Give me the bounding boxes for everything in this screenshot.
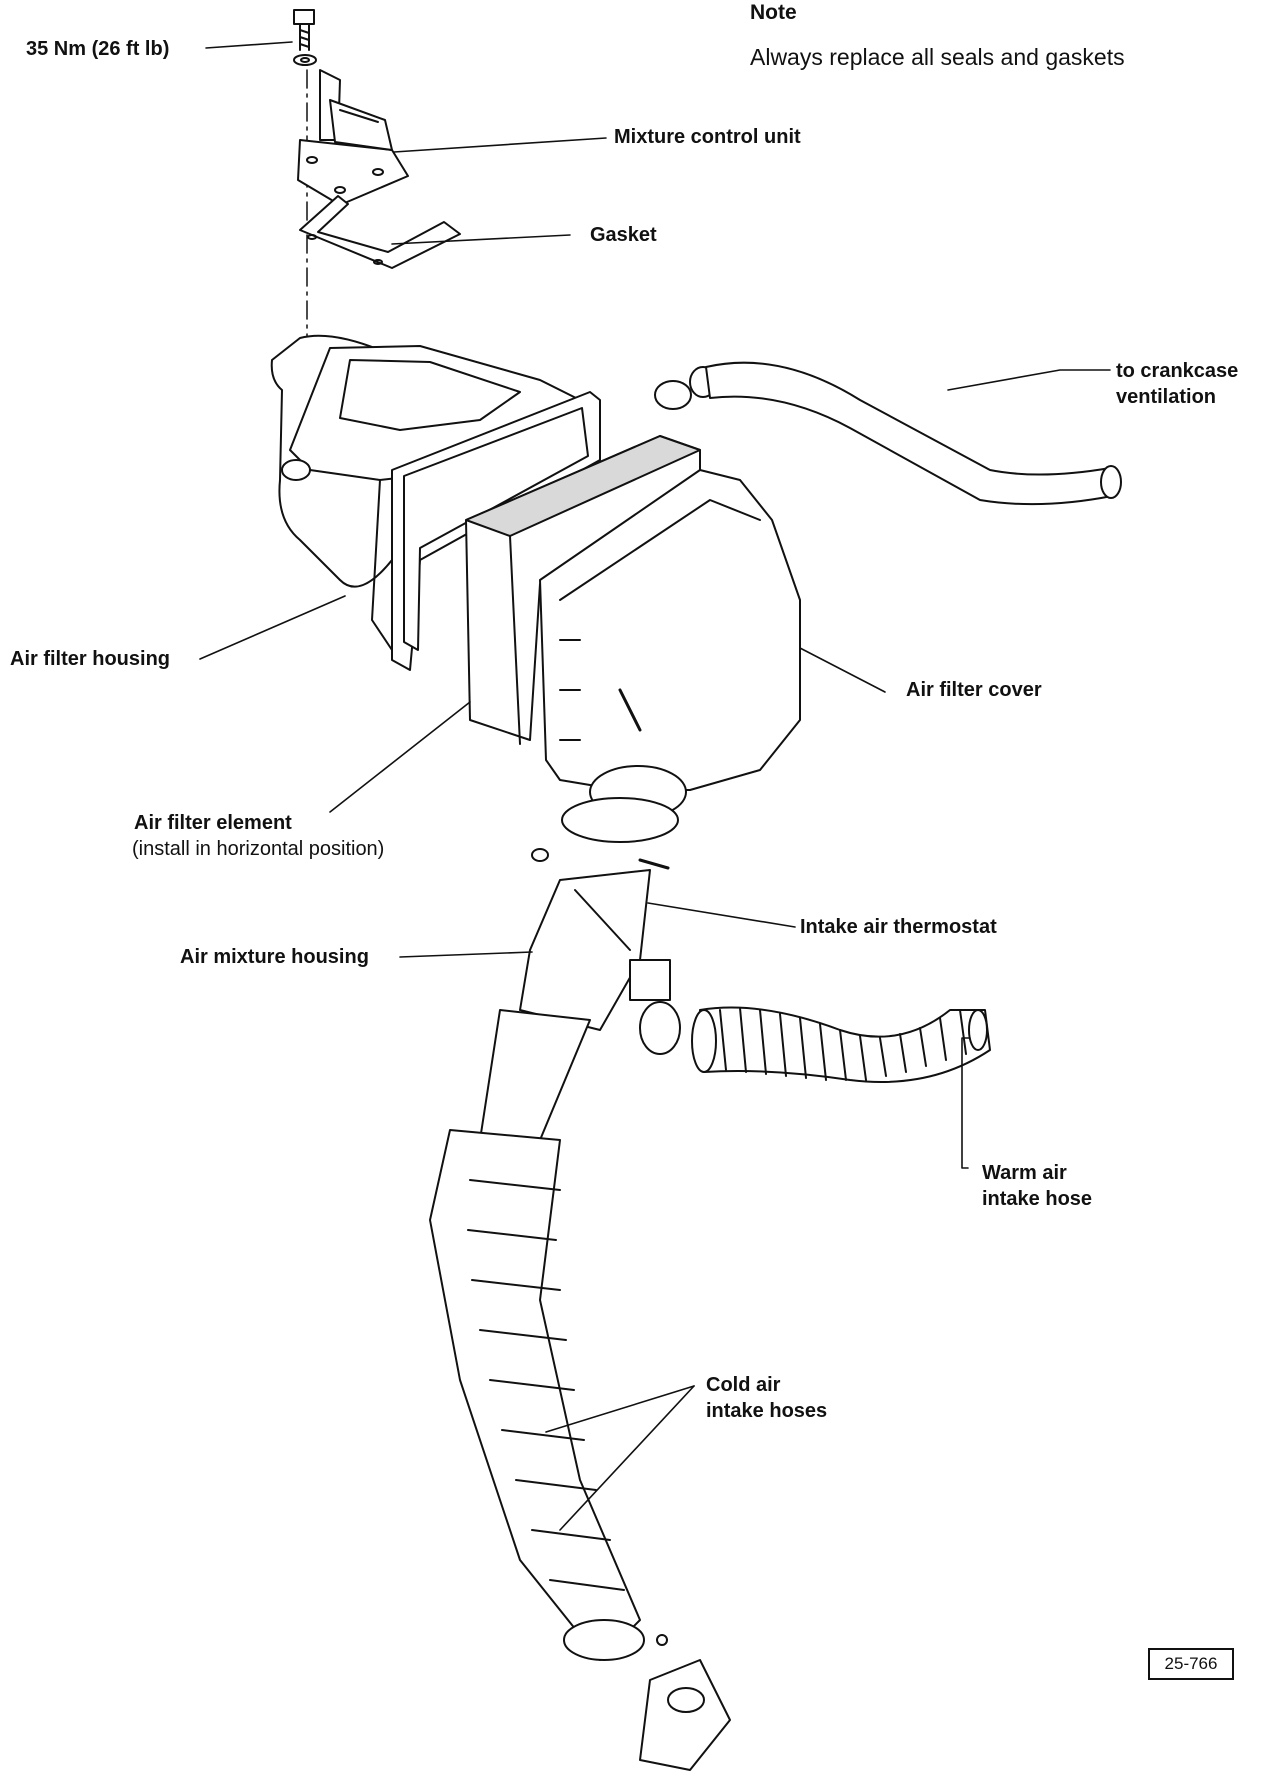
gasket-part — [300, 196, 460, 268]
air-filter-housing-label: Air filter housing — [10, 648, 170, 670]
cold-air-intake-hoses — [430, 1010, 730, 1770]
gasket-label: Gasket — [590, 224, 657, 246]
cold-air-label-line2: intake hoses — [706, 1400, 828, 1422]
warm-air-intake-hose-label: Warm air intake hose — [982, 1160, 1092, 1212]
cold-air-label-line1: Cold air — [706, 1374, 781, 1396]
air-filter-element-label: Air filter element (install in horizonta… — [132, 810, 385, 862]
torque-label: 35 Nm (26 ft lb) — [26, 38, 170, 60]
air-filter-element-note: (install in horizontal position) — [132, 838, 385, 860]
crankcase-label-line2: ventilation — [1116, 386, 1217, 408]
cold-air-intake-hoses-label: Cold air intake hoses — [706, 1372, 827, 1424]
air-filter-cover-part — [540, 470, 800, 818]
crankcase-label-line1: to crankcase — [1116, 360, 1239, 382]
bolt — [294, 10, 316, 65]
air-filter-element-title: Air filter element — [134, 812, 292, 834]
note-heading: Note — [750, 1, 797, 24]
warm-air-label-line2: intake hose — [982, 1188, 1093, 1210]
air-filter-cover-label: Air filter cover — [906, 679, 1042, 701]
crankcase-ventilation-label: to crankcase ventilation — [1116, 358, 1238, 410]
intake-air-thermostat-label: Intake air thermostat — [800, 916, 997, 938]
warm-air-label-line1: Warm air — [982, 1162, 1067, 1184]
leader-lines — [199, 41, 1111, 1531]
warm-air-intake-hose — [640, 1002, 990, 1082]
mixture-control-unit-part — [298, 70, 408, 205]
figure-number: 25-766 — [1148, 1648, 1234, 1680]
note-text: Always replace all seals and gaskets — [750, 44, 1125, 70]
air-mixture-housing-part — [520, 798, 678, 1030]
crankcase-ventilation-hose — [655, 363, 1121, 504]
air-mixture-housing-label: Air mixture housing — [180, 946, 369, 968]
mixture-control-unit-label: Mixture control unit — [614, 126, 801, 148]
